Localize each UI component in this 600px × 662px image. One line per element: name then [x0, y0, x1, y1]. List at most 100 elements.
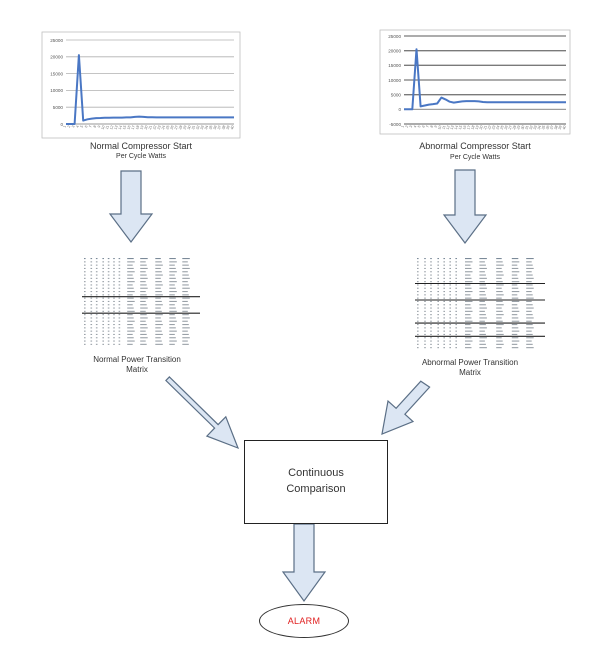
matrix-cell — [113, 340, 115, 342]
matrix-cell — [465, 304, 471, 306]
matrix-cell — [443, 340, 445, 342]
matrix-cell — [443, 343, 445, 345]
x-tick-label: 31 — [524, 125, 529, 130]
matrix-cell — [155, 284, 163, 286]
matrix-cell — [107, 300, 110, 302]
matrix-cell — [455, 281, 457, 283]
matrix-cell — [84, 304, 86, 306]
matrix-cell — [437, 300, 439, 302]
matrix-cell — [90, 304, 93, 306]
matrix-cell — [127, 294, 133, 296]
matrix-cell — [511, 287, 519, 289]
x-tick-label: 2 — [67, 125, 71, 128]
matrix-cell — [417, 297, 419, 299]
matrix-cell — [127, 277, 134, 279]
matrix-cell — [430, 291, 432, 293]
matrix-cell — [118, 277, 121, 279]
matrix-cell — [140, 310, 146, 312]
matrix-cell — [118, 317, 121, 319]
matrix-cell — [107, 333, 110, 335]
matrix-cell — [443, 261, 445, 263]
matrix-cell — [443, 300, 445, 302]
matrix-cell — [465, 333, 471, 335]
matrix-cell — [140, 343, 147, 345]
matrix-cell — [90, 267, 93, 269]
matrix-cell — [102, 291, 104, 293]
y-tick-label: 25000 — [388, 34, 401, 39]
normal-chart-title: Normal Compressor Start — [89, 141, 193, 151]
x-tick-label: 19 — [139, 125, 144, 130]
matrix-cell — [496, 333, 504, 335]
matrix-cell — [95, 281, 98, 283]
matrix-cell — [169, 284, 175, 286]
matrix-cell — [455, 284, 457, 286]
matrix-cell — [169, 337, 176, 339]
matrix-cell — [424, 340, 426, 342]
matrix-cell — [449, 261, 451, 263]
alarm-ellipse: ALARM — [259, 604, 349, 638]
matrix-cell — [465, 330, 473, 332]
matrix-cell — [95, 310, 98, 312]
matrix-cell — [169, 281, 177, 283]
matrix-cell — [107, 267, 110, 269]
matrix-cell — [107, 304, 110, 306]
matrix-cell — [155, 333, 163, 335]
matrix-cell — [496, 264, 504, 266]
matrix-cell — [95, 337, 98, 339]
matrix-cell — [430, 337, 432, 339]
matrix-cell — [526, 287, 534, 289]
matrix-cell — [526, 284, 533, 286]
matrix-cell — [443, 314, 445, 316]
x-tick-label: 39 — [226, 125, 231, 130]
matrix-cell — [449, 330, 451, 332]
matrix-cell — [417, 333, 419, 335]
x-tick-label: 33 — [533, 125, 538, 130]
matrix-cell — [417, 264, 419, 266]
matrix-cell — [479, 343, 486, 345]
matrix-cell — [449, 297, 451, 299]
matrix-cell — [437, 271, 439, 273]
matrix-cell — [169, 340, 177, 342]
matrix-cell — [496, 284, 504, 286]
matrix-cell — [479, 310, 485, 312]
matrix-cell — [155, 274, 163, 276]
matrix-cell — [417, 300, 419, 302]
matrix-cell — [90, 291, 93, 293]
matrix-cell — [90, 297, 93, 299]
matrix-cell — [455, 258, 457, 260]
matrix-cell — [95, 294, 98, 296]
matrix-cell — [84, 327, 86, 329]
matrix-cell — [140, 327, 148, 329]
x-tick-label: 39 — [558, 125, 563, 130]
matrix-cell — [479, 300, 485, 302]
y-tick-label: 10000 — [50, 88, 63, 93]
matrix-cell — [140, 314, 147, 316]
matrix-cell — [455, 314, 457, 316]
matrix-cell — [140, 271, 146, 273]
matrix-cell — [449, 343, 451, 345]
matrix-cell — [182, 277, 190, 279]
matrix-cell — [449, 320, 451, 322]
matrix-cell — [496, 340, 503, 342]
matrix-cell — [417, 330, 419, 332]
matrix-cell — [511, 291, 520, 293]
matrix-cell — [449, 317, 451, 319]
x-tick-label: 8 — [93, 125, 97, 128]
matrix-cell — [182, 340, 188, 342]
matrix-cell — [496, 320, 503, 322]
matrix-cell — [155, 340, 162, 342]
matrix-cell — [113, 317, 115, 319]
matrix-cell — [90, 343, 93, 345]
matrix-cell — [118, 294, 121, 296]
matrix-cell — [127, 343, 133, 345]
matrix-cell — [140, 304, 147, 306]
matrix-cell — [511, 294, 518, 296]
matrix-cell — [90, 271, 93, 273]
matrix-cell — [455, 310, 457, 312]
matrix-cell — [84, 284, 86, 286]
x-tick-label: 23 — [157, 125, 162, 130]
matrix-cell — [430, 304, 432, 306]
matrix-cell — [455, 264, 457, 266]
matrix-cell — [169, 297, 176, 299]
